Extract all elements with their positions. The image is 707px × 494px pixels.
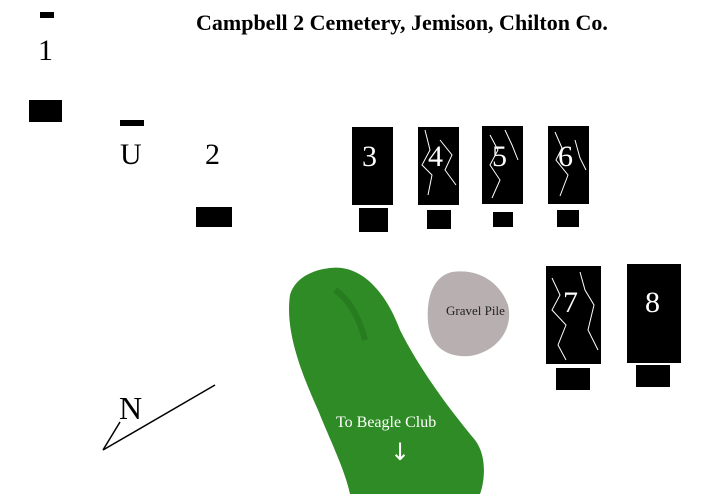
road-label: To Beagle Club bbox=[336, 414, 437, 431]
road-to-beagle-club bbox=[289, 267, 484, 494]
grave-1-marker bbox=[29, 100, 62, 122]
page-title: Campbell 2 Cemetery, Jemison, Chilton Co… bbox=[196, 10, 608, 35]
gravel-pile-shape bbox=[427, 271, 510, 357]
grave-4-label: 4 bbox=[428, 140, 443, 173]
grave-3-label: 3 bbox=[362, 140, 377, 173]
north-arrow-icon bbox=[102, 384, 216, 451]
grave-6-label: 6 bbox=[558, 140, 573, 173]
grave-2-marker bbox=[196, 207, 232, 227]
grave-1-label: 1 bbox=[38, 34, 53, 67]
grave-6-marker bbox=[557, 210, 579, 227]
grave-3-marker bbox=[359, 208, 388, 232]
grave-8-slab bbox=[627, 264, 681, 363]
grave-4-marker bbox=[427, 210, 451, 229]
grave-8-marker bbox=[636, 365, 670, 387]
down-arrow-icon: ↓ bbox=[390, 438, 411, 466]
grave-8-label: 8 bbox=[645, 286, 660, 319]
grave-7-label: 7 bbox=[563, 286, 578, 319]
gravel-pile-label: Gravel Pile bbox=[446, 303, 505, 318]
grave-3-slab bbox=[352, 127, 393, 205]
grave-7-marker bbox=[556, 368, 590, 390]
grave-1-headstone bbox=[40, 12, 54, 18]
grave-2-label: 2 bbox=[205, 138, 220, 171]
north-label: N bbox=[119, 390, 143, 426]
grave-5-marker bbox=[493, 212, 513, 227]
grave-u-headstone bbox=[120, 120, 144, 126]
grave-5-label: 5 bbox=[492, 140, 507, 173]
grave-u-label: U bbox=[120, 138, 142, 171]
